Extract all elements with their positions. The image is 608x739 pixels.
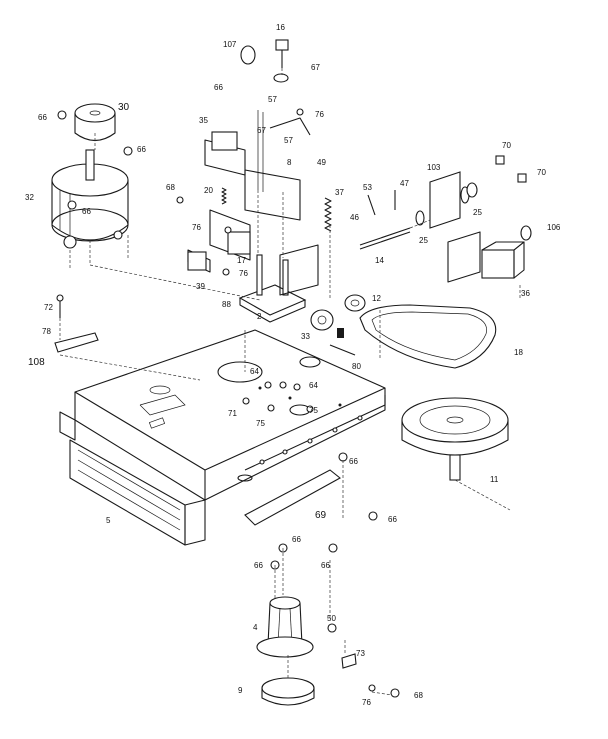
plate-103 (429, 171, 461, 229)
part-label: 17 (237, 256, 246, 265)
part-label: 20 (204, 186, 213, 195)
part-label: 25 (473, 208, 482, 217)
part-label: 80 (352, 362, 361, 371)
motor-32 (51, 149, 129, 249)
part-label: 2 (257, 312, 262, 321)
part-label: 16 (276, 23, 285, 32)
part-label: 49 (317, 158, 326, 167)
part-label: 66 (388, 515, 397, 524)
part-label: 73 (356, 649, 365, 658)
part-label: 66 (82, 207, 91, 216)
part-label: 76 (192, 223, 201, 232)
part-label: 57 (268, 95, 277, 104)
alignment-lines (59, 68, 521, 696)
small-parts (54, 39, 527, 698)
part-label: 25 (419, 236, 428, 245)
part-label: 37 (335, 188, 344, 197)
part-label: 66 (38, 113, 47, 122)
part-label: 5 (106, 516, 111, 525)
part-label: 107 (223, 40, 237, 49)
part-label: 46 (350, 213, 359, 222)
part-label: 108 (28, 357, 45, 368)
part-label: 36 (521, 289, 530, 298)
part-label: 106 (547, 223, 561, 232)
part-label: 14 (375, 256, 384, 265)
gear-12 (310, 294, 366, 356)
switch-36 (447, 225, 532, 283)
part-label: 68 (166, 183, 175, 192)
part-label: 66 (292, 535, 301, 544)
part-label: 4 (253, 623, 258, 632)
part-label: 32 (25, 193, 34, 202)
part-label: 71 (228, 409, 237, 418)
solenoid-17 (187, 209, 251, 273)
part-label: 88 (222, 300, 231, 309)
part-label: 70 (537, 168, 546, 177)
part-label: 75 (256, 419, 265, 428)
part-label: 78 (42, 327, 51, 336)
part-label: 67 (257, 126, 266, 135)
part-label: 50 (327, 614, 336, 623)
part-label: 66 (349, 457, 358, 466)
part-label: 76 (315, 110, 324, 119)
spindle-4 (256, 596, 315, 706)
part-label: 68 (414, 691, 423, 700)
part-label: 57 (284, 136, 293, 145)
part-label: 11 (490, 475, 499, 484)
part-label: 53 (363, 183, 372, 192)
part-label: 33 (301, 332, 310, 341)
part-label: 64 (250, 367, 259, 376)
bracket-8 (204, 110, 301, 221)
part-label: 8 (287, 158, 292, 167)
part-label: 66 (254, 561, 263, 570)
part-label: 66 (214, 83, 223, 92)
part-label: 67 (311, 63, 320, 72)
part-labels: 107 16 67 66 57 76 66 30 66 35 67 57 8 4… (25, 23, 561, 707)
part-label: 69 (315, 510, 327, 521)
part-label: 75 (309, 406, 318, 415)
part-label: 18 (514, 348, 523, 357)
spring-20 (221, 187, 227, 205)
part-label: 47 (400, 179, 409, 188)
part-label: 12 (372, 294, 381, 303)
part-label: 76 (239, 269, 248, 278)
part-label: 70 (502, 141, 511, 150)
turntable-11 (401, 397, 509, 481)
lever-69 (244, 469, 341, 526)
part-label: 64 (309, 381, 318, 390)
part-label: 76 (362, 698, 371, 707)
part-label: 72 (44, 303, 53, 312)
part-label: 39 (196, 282, 205, 291)
block-2 (238, 244, 319, 323)
part-label: 103 (427, 163, 441, 172)
part-label: 66 (137, 145, 146, 154)
part-label: 35 (199, 116, 208, 125)
belt-18 (359, 304, 497, 369)
part-label: 66 (321, 561, 330, 570)
chassis-plate (59, 329, 386, 546)
part-label: 9 (238, 686, 243, 695)
part-label: 30 (118, 102, 130, 113)
